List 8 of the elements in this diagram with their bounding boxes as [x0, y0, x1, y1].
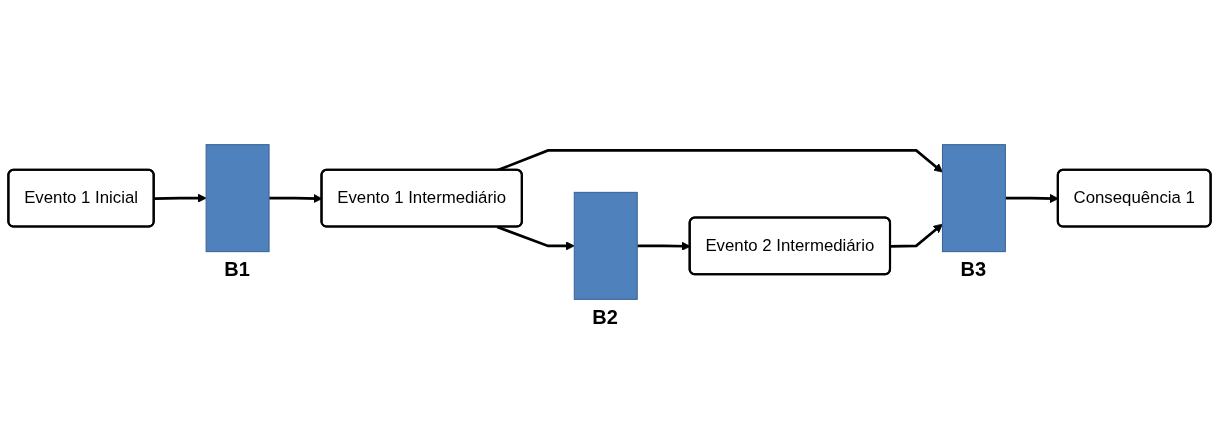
bar-label: B3	[960, 257, 987, 281]
arrow	[890, 223, 943, 248]
node-bar	[941, 144, 1006, 253]
node-bar	[205, 144, 270, 253]
node-bar	[573, 191, 638, 300]
bar-label: B1	[224, 257, 250, 281]
bar-label: B2	[592, 305, 618, 329]
arrow	[154, 193, 207, 203]
